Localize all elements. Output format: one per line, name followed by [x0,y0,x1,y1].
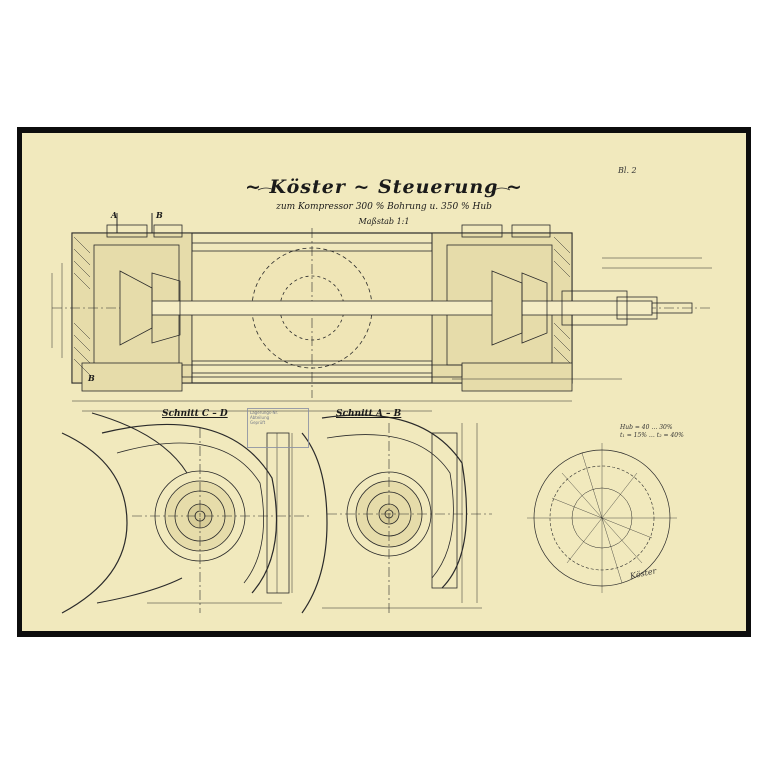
section-mark-b: B [156,210,163,220]
stamp-line: Lagerungs-Nr. [250,410,279,415]
section-mark-b-lower: B [88,373,95,383]
section-c-d-label: Schnitt C – D [162,409,228,419]
section-c-d [61,412,312,614]
stamp-line: Abteilung [250,415,270,420]
blueprint-sheet: Bl. 2 ~ Köster ~ Steuerung ~ zum Kompres… [22,133,746,631]
technical-drawing [51,187,712,614]
sheet-number: Bl. 2 [618,166,637,175]
note-line: t₁ = 15% … t₂ = 40% [620,432,684,439]
archive-stamp: Lagerungs-Nr. Abteilung Geprüft [247,408,309,448]
section-mark-a: A [111,210,118,220]
drawing-title: ~ Köster ~ Steuerung ~ [245,176,523,198]
section-a-b [301,414,492,614]
stamp-line: Geprüft [250,420,266,425]
timing-notes: Hub = 40 … 30% t₁ = 15% … t₂ = 40% [620,424,684,440]
section-a-b-label: Schnitt A – B [336,409,402,419]
timing-diagram [527,443,677,593]
longitudinal-section [51,213,712,412]
note-line: Hub = 40 … 30% [620,424,673,431]
drawing-subtitle: zum Kompressor 300 % Bohrung u. 350 % Hu… [276,202,492,212]
drawing-scale: Maßstab 1:1 [358,217,410,226]
